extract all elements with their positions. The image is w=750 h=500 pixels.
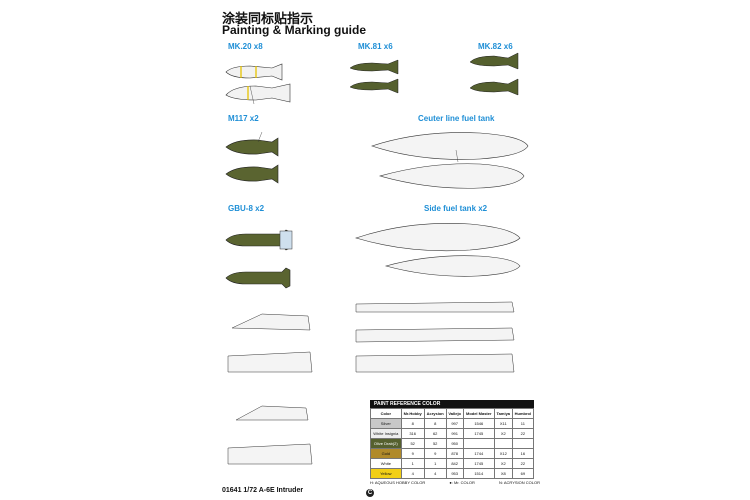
section-m117: M117 x2 xyxy=(228,114,259,123)
paint-color-name: Silver xyxy=(370,418,402,429)
paint-model-master-code: 1744 xyxy=(462,448,495,459)
paint-vallejo-code: 953 xyxy=(445,468,464,479)
paint-tamiya-code: X2 xyxy=(493,458,513,469)
paint-tamiya-code: X2 xyxy=(493,428,513,439)
legend-aqueous: H: AQUEOUS HOBBY COLOR xyxy=(370,480,426,485)
paint-humbrol-code xyxy=(511,438,535,449)
mk82-bomb-drawing xyxy=(469,52,519,96)
paint-model-master-code: 1745 xyxy=(462,428,495,439)
paint-acrysion-code: 8 xyxy=(423,418,447,429)
paint-color-name: White xyxy=(370,458,402,469)
col-color: Color xyxy=(370,408,402,419)
pylon-drawings xyxy=(227,301,515,465)
legend-acrysion: N: ACRYSION COLOR xyxy=(498,480,540,485)
m117-bomb-drawing xyxy=(225,137,279,184)
paint-color-name: Gold xyxy=(370,448,402,459)
paint-vallejo-code: 878 xyxy=(445,448,464,459)
paint-color-name: Yellow xyxy=(370,468,402,479)
paint-humbrol-code: 22 xyxy=(511,428,535,439)
section-centerline-tank: Ceuter line fuel tank xyxy=(418,114,495,123)
gbu8-drawing xyxy=(225,229,293,289)
paint-vallejo-code: 991 xyxy=(445,428,464,439)
paint-model-master-code: 1514 xyxy=(462,468,495,479)
paint-tamiya-code: X11 xyxy=(493,418,513,429)
paint-acrysion-code: 1 xyxy=(423,458,447,469)
section-gbu8: GBU-8 x2 xyxy=(228,204,265,213)
paint-model-master-code xyxy=(462,438,495,449)
paint-vallejo-code: 842 xyxy=(445,458,464,469)
col-vallejo: Vallejo xyxy=(445,408,464,419)
page-title: Painting & Marking guide xyxy=(222,23,367,37)
paint-hobby-code: 52 xyxy=(400,438,425,449)
centerline-tank-drawing xyxy=(371,132,529,189)
paint-hobby-code: 4 xyxy=(400,468,425,479)
col-model-master: Model Master xyxy=(462,408,495,419)
section-mk20: MK.20 x8 xyxy=(228,42,263,51)
paint-color-name: White Insignia xyxy=(370,428,402,439)
paint-tamiya-code xyxy=(493,438,513,449)
paint-color-name: Olive Drab(2) xyxy=(370,438,402,449)
paint-hobby-code: 8 xyxy=(400,418,425,429)
brand-logo: C xyxy=(366,489,374,497)
paint-acrysion-code: 52 xyxy=(423,438,447,449)
legend-mr-color: ●: Mr. COLOR xyxy=(449,480,475,485)
paint-tamiya-code: X8 xyxy=(493,468,513,479)
mk20-bomb-drawing xyxy=(225,63,291,103)
col-humbrol: Humbrol xyxy=(511,408,535,419)
paint-humbrol-code: 22 xyxy=(511,458,535,469)
paint-acrysion-code: 62 xyxy=(423,428,447,439)
paint-table-columns: Color Mr.Hobby Acrysion Vallejo Model Ma… xyxy=(370,408,535,419)
col-acrysion: Acrysion xyxy=(423,408,447,419)
paint-acrysion-code: 9 xyxy=(423,448,447,459)
paint-model-master-code: 1546 xyxy=(462,418,495,429)
paint-tamiya-code: X12 xyxy=(493,448,513,459)
paint-legend: H: AQUEOUS HOBBY COLOR ●: Mr. COLOR N: A… xyxy=(370,480,540,485)
paint-hobby-code: 9 xyxy=(400,448,425,459)
paint-acrysion-code: 4 xyxy=(423,468,447,479)
col-tamiya: Tamiya xyxy=(493,408,513,419)
paint-humbrol-code: 11 xyxy=(511,418,535,429)
paint-vallejo-code: 950 xyxy=(445,438,464,449)
mk81-bomb-drawing xyxy=(349,59,399,94)
paint-vallejo-code: 997 xyxy=(445,418,464,429)
section-mk81: MK.81 x6 xyxy=(358,42,393,51)
col-mrhobby: Mr.Hobby xyxy=(400,408,425,419)
paint-humbrol-code: 69 xyxy=(511,468,535,479)
callout-markers xyxy=(249,85,459,163)
paint-hobby-code: 1 xyxy=(400,458,425,469)
paint-humbrol-code: 16 xyxy=(511,448,535,459)
side-tank-drawing xyxy=(355,222,521,277)
paint-reference-table: Color Mr.Hobby Acrysion Vallejo Model Ma… xyxy=(370,408,535,479)
page-title-cn: 涂装同标贴指示 xyxy=(222,12,314,27)
model-footer: 01641 1/72 A-6E Intruder xyxy=(222,487,304,494)
paint-hobby-code: 316 xyxy=(400,428,425,439)
paint-model-master-code: 1745 xyxy=(462,458,495,469)
paint-table-header: PAINT REFERENCE COLOR xyxy=(370,400,534,408)
section-mk82: MK.82 x6 xyxy=(478,42,513,51)
section-side-tank: Side fuel tank x2 xyxy=(424,204,488,213)
